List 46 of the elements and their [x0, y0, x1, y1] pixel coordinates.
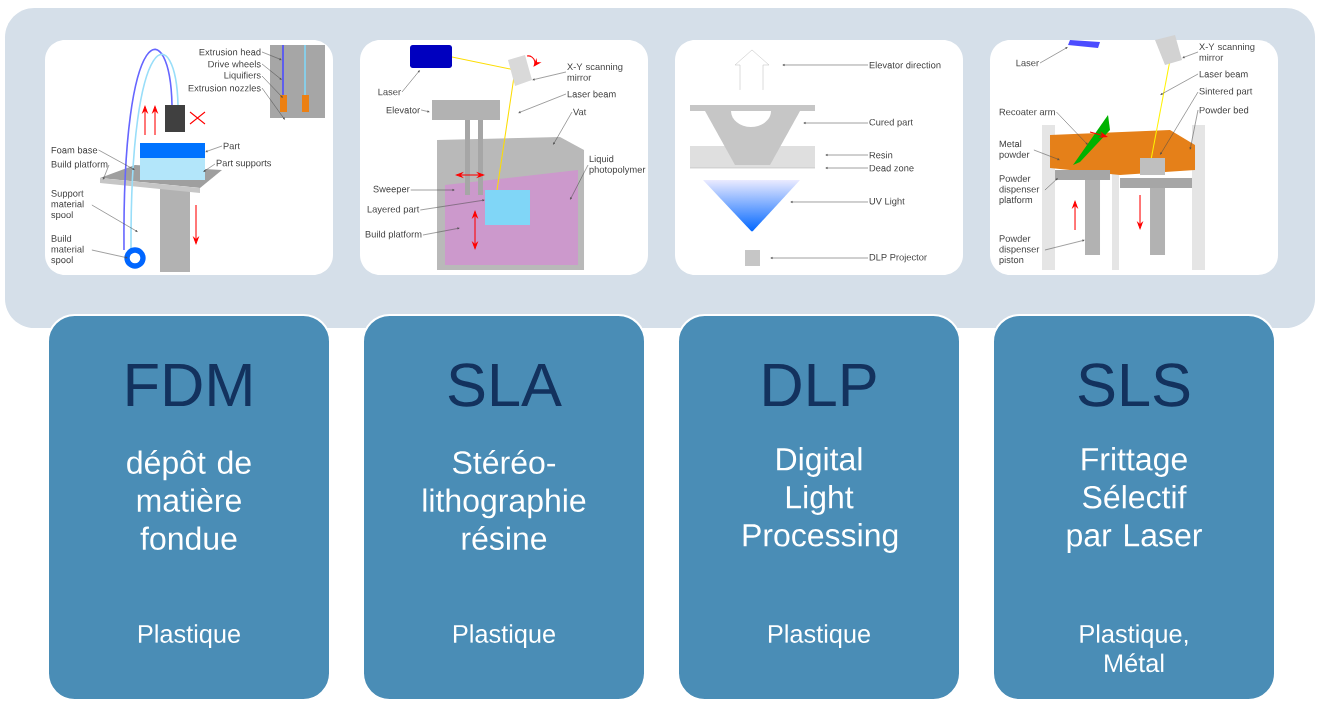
part-label: Powder dispenser platform [999, 175, 1040, 206]
part-label: X-Y scanning mirror [567, 63, 623, 81]
part-label: Elevator direction [869, 61, 941, 69]
material-label: Plastique [768, 624, 870, 648]
part-label: UV Light [869, 197, 905, 207]
part-label: Layered part [367, 205, 420, 215]
part-label: Liquifiers [224, 71, 261, 81]
method-title: SLS [1078, 363, 1190, 407]
part-label: Vat [573, 108, 587, 116]
part-label: Support material spool [51, 190, 84, 220]
part-label: Part supports [216, 159, 272, 169]
part-label: Laser beam [1199, 70, 1248, 78]
material-label: Plastique [138, 624, 240, 648]
method-description: Stéréo-lithographie résine [423, 450, 586, 550]
part-label: Dead zone [869, 164, 914, 172]
part-label: Part [223, 142, 240, 150]
method-title: SLA [448, 363, 562, 407]
part-label: Resin [869, 151, 893, 159]
part-label: Powder bed [1199, 106, 1249, 114]
part-label: Metal powder [999, 140, 1030, 160]
part-label: Liquid photopolymer [589, 155, 646, 175]
part-label: Sweeper [373, 185, 410, 195]
method-title: DLP [764, 363, 876, 407]
part-label: Laser beam [567, 90, 616, 98]
part-label: Build platform [51, 160, 108, 170]
part-label: Extrusion head [199, 48, 261, 56]
part-label: Cured part [869, 118, 913, 128]
method-description: Digital Light Processing [743, 447, 898, 553]
method-description: Frittage Sélectif par Laser [1067, 447, 1202, 553]
part-label: Sintered part [1199, 87, 1253, 97]
part-label: Elevator [386, 106, 420, 114]
part-label: Build material spool [51, 235, 84, 266]
part-label: Powder dispenser piston [999, 235, 1040, 266]
material-label: Plastique, Métal [1080, 624, 1188, 673]
method-title: FDM [127, 363, 251, 407]
part-label: DLP Projector [869, 253, 927, 263]
part-label: Recoater arm [999, 108, 1055, 116]
part-label: Laser [378, 88, 401, 96]
material-label: Plastique [453, 624, 555, 648]
part-label: Build platform [365, 230, 422, 240]
part-label: X-Y scanning mirror [1199, 43, 1255, 61]
part-label: Laser [1016, 59, 1039, 67]
part-label: Drive wheels [208, 60, 261, 68]
part-label: Extrusion nozzles [188, 84, 261, 92]
method-description: dépôt de matière fondue [127, 450, 251, 550]
part-label: Foam base [51, 146, 98, 154]
